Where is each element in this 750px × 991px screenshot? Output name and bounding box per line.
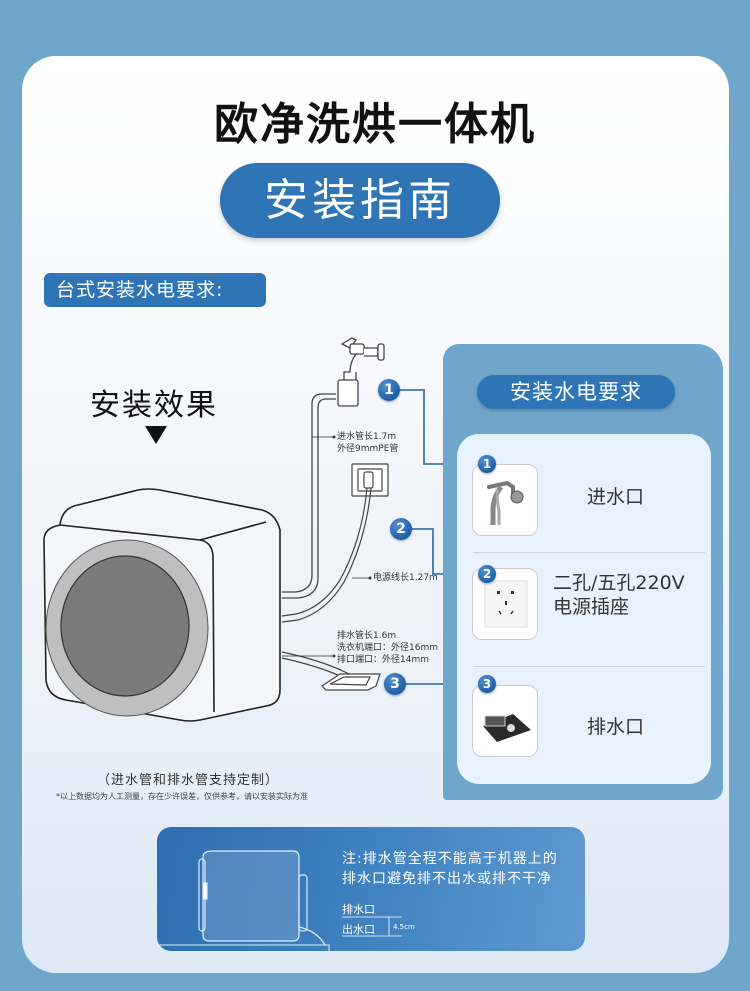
requirement-item-drain: 排水口 [457,654,711,764]
requirements-list: 进水口 二孔/五孔220V 电源插座 排水口 [457,434,711,784]
requirements-header: 安装水电要求 [477,375,675,409]
customization-note: （进水管和排水管支持定制） [97,773,280,788]
water-outlet-label: 出水口 [342,923,375,936]
diagram-badge-2: 2 [390,518,412,540]
panel-badge-2: 2 [478,565,496,583]
drain-height-note: 注:排水管全程不能高于机器上的 排水口避免排不出水或排不干净 排水口 出水口 4… [157,827,585,951]
requirement-label: 进水口 [587,486,645,508]
section-label: 台式安装水电要求: [44,273,266,307]
faucet-icon [472,464,538,536]
inlet-hose [282,393,336,599]
floor-drain-illustration [321,673,381,691]
diagram-badge-1: 1 [378,379,400,401]
drain-outlet-label: 排水口 [342,903,375,916]
power-cord-annotation: 电源线长1.27m [373,573,438,583]
requirement-item-power-socket: 二孔/五孔220V 电源插座 [457,544,711,654]
divider [473,552,705,553]
machine-side-outline [157,850,402,951]
diagram-badge-3: 3 [384,673,406,695]
floor-drain-icon [472,685,538,757]
requirement-item-water-inlet: 进水口 [457,434,711,544]
panel-badge-1: 1 [478,455,496,473]
panel-badge-3: 3 [478,675,496,693]
wall-socket-illustration [351,463,389,497]
drain-pipe-annotation: 排水管长1.6m 洗衣机端口：外径16mm 排口端口：外径14mm [337,631,438,665]
power-cord [281,487,372,623]
note-text: 注:排水管全程不能高于机器上的 排水口避免排不出水或排不干净 [342,851,558,887]
install-guide-banner: 安装指南 [220,163,500,238]
inlet-pipe-annotation: 进水管长1.7m 外径9mmPE管 [337,432,399,454]
washer-dryer-illustration [43,488,281,722]
requirement-label: 排水口 [587,716,645,738]
page-title: 欧净洗烘一体机 [214,99,536,150]
install-effect-label: 安装效果 [90,388,218,423]
divider [473,666,705,667]
down-arrow-icon [145,426,167,444]
height-diff-value: 4.5cm [393,923,415,931]
faucet-illustration [337,337,385,407]
requirement-label: 二孔/五孔220V 电源插座 [553,572,685,618]
measurement-disclaimer: *以上数据均为人工测量，存在少许误差，仅供参考，请以安装实际为准 [56,792,308,801]
